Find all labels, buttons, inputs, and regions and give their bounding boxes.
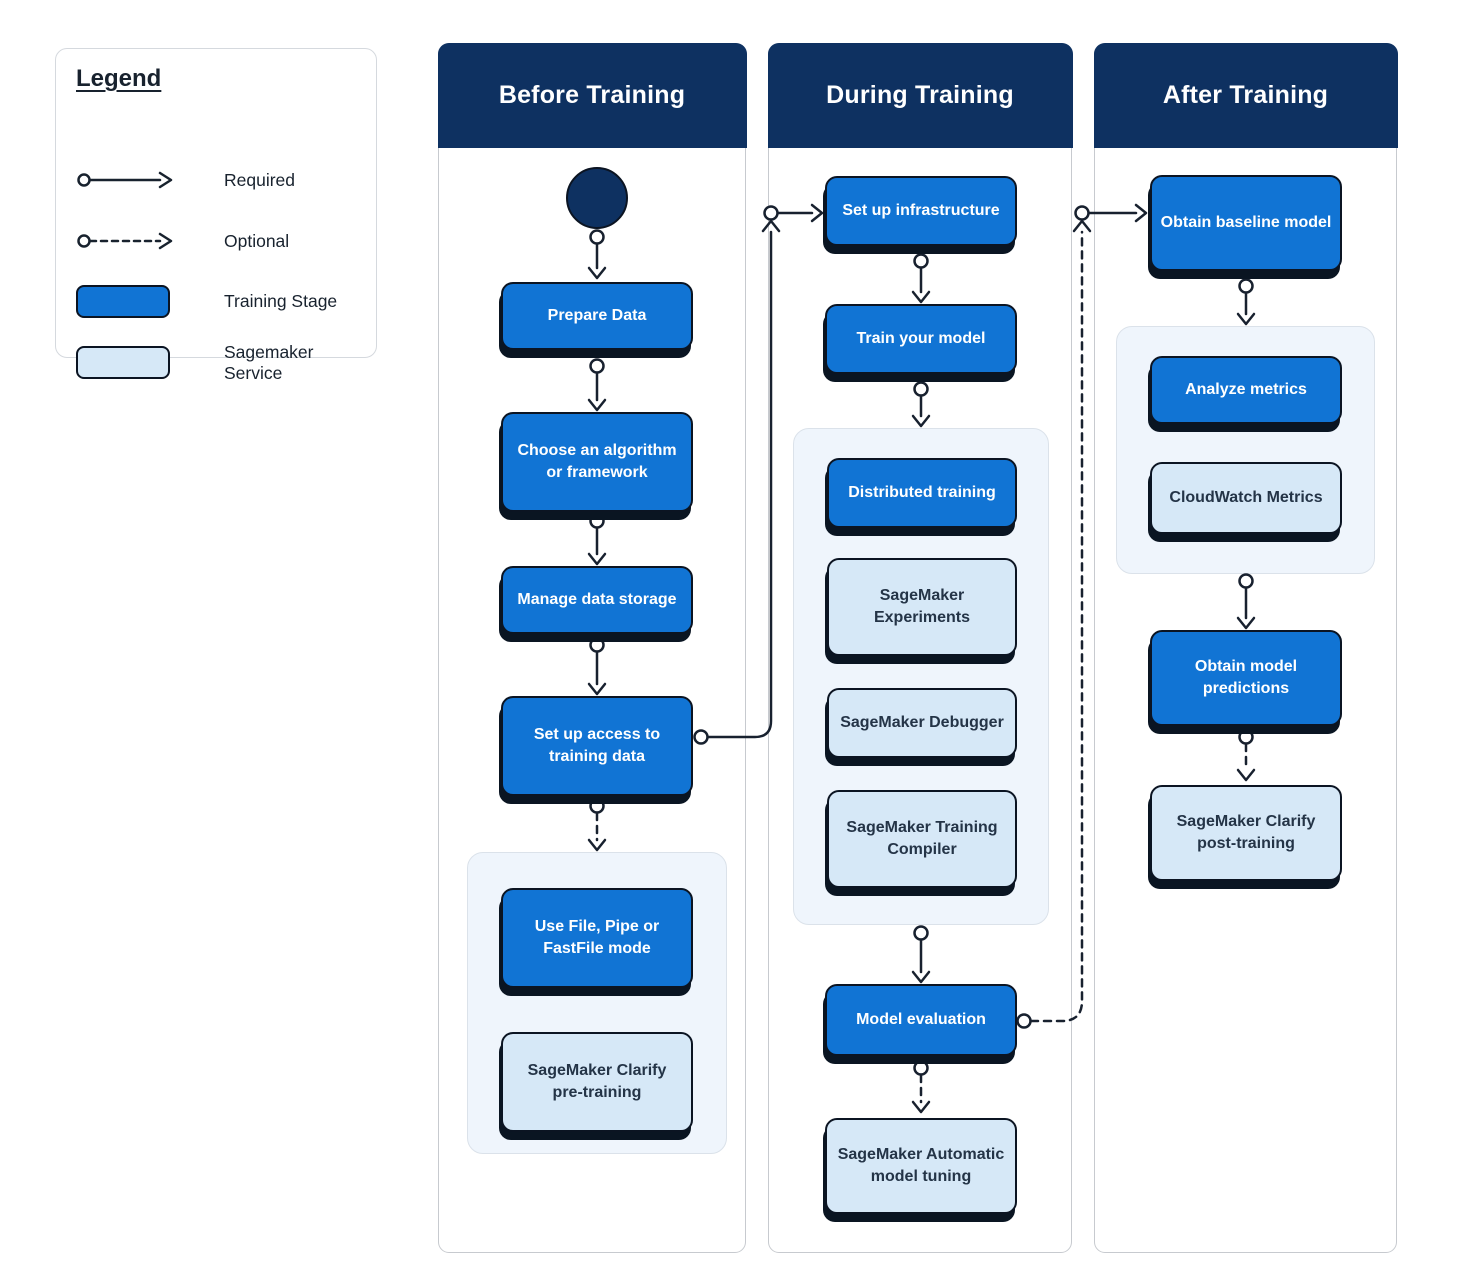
node-obtain-baseline-model: Obtain baseline model xyxy=(1150,175,1342,271)
node-obtain-model-predictions: Obtain model predictions xyxy=(1150,630,1342,726)
node-sagemaker-clarify-pre-training: SageMaker Clarify pre-training xyxy=(501,1032,693,1132)
legend-item-training-stage: Training Stage xyxy=(76,285,358,318)
node-sagemaker-debugger: SageMaker Debugger xyxy=(827,688,1017,758)
node-cloudwatch-metrics: CloudWatch Metrics xyxy=(1150,462,1342,534)
legend-label-sagemaker-service: Sagemaker Service xyxy=(224,341,314,383)
node-prepare-data: Prepare Data xyxy=(501,282,693,350)
node-analyze-metrics: Analyze metrics xyxy=(1150,356,1342,424)
legend-panel: Legend Required Optional xyxy=(55,48,377,383)
node-setup-infrastructure: Set up infrastructure xyxy=(825,176,1017,246)
node-train-your-model: Train your model xyxy=(825,304,1017,374)
training-stage-swatch xyxy=(76,284,176,320)
node-setup-access-training-data: Set up access to training data xyxy=(501,696,693,796)
start-node xyxy=(566,167,628,229)
column-header-after-training: After Training xyxy=(1093,42,1398,148)
legend-item-optional: Optional xyxy=(76,229,358,253)
legend-label-training-stage: Training Stage xyxy=(224,291,338,311)
node-sagemaker-experiments: SageMaker Experiments xyxy=(827,558,1017,656)
node-sagemaker-clarify-post-training: SageMaker Clarify post-training xyxy=(1150,785,1342,881)
node-use-file-pipe-fastfile: Use File, Pipe or FastFile mode xyxy=(501,888,693,988)
required-arrow-icon xyxy=(76,162,176,198)
optional-arrow-icon xyxy=(76,223,176,259)
node-sagemaker-training-compiler: SageMaker Training Compiler xyxy=(827,790,1017,888)
column-header-during-training: During Training xyxy=(767,42,1073,148)
legend-label-required: Required xyxy=(224,169,296,190)
node-choose-algorithm: Choose an algorithm or framework xyxy=(501,412,693,512)
node-manage-data-storage: Manage data storage xyxy=(501,566,693,634)
column-header-before-training: Before Training xyxy=(437,42,747,148)
node-distributed-training: Distributed training xyxy=(827,458,1017,528)
legend-item-sagemaker-service: Sagemaker Service xyxy=(76,342,358,383)
legend-label-optional: Optional xyxy=(224,230,290,251)
node-model-evaluation: Model evaluation xyxy=(825,984,1017,1056)
sagemaker-service-swatch xyxy=(76,345,176,381)
legend-title: Legend xyxy=(76,65,162,92)
legend-item-required: Required xyxy=(76,168,358,192)
node-sagemaker-automatic-model-tuning: SageMaker Automatic model tuning xyxy=(825,1118,1017,1214)
